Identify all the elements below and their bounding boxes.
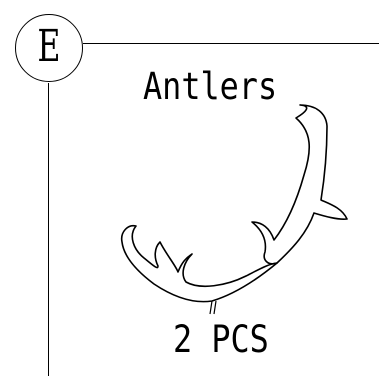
- side-rule: [48, 83, 49, 376]
- header-rule: [83, 43, 379, 44]
- section-marker-circle: [15, 14, 83, 82]
- quantity-label: 2 PCS: [173, 318, 269, 361]
- part-name: Antlers: [143, 65, 278, 108]
- section-marker-letter: E: [37, 21, 61, 72]
